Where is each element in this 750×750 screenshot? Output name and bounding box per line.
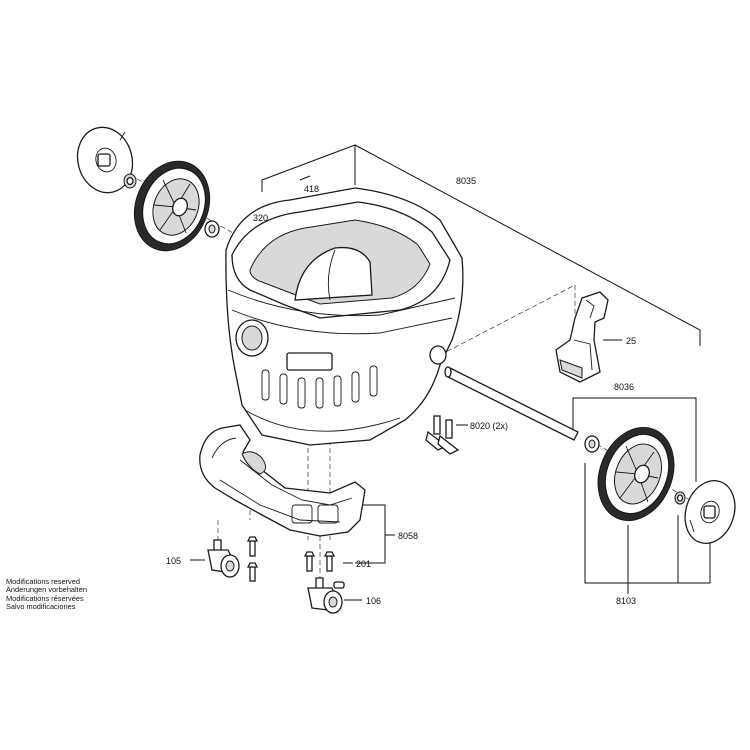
- right-washer-icon: [584, 435, 600, 453]
- callout-8036: 8036: [614, 382, 634, 392]
- callout-25: 25: [626, 336, 636, 346]
- screws-201-icon: [246, 536, 336, 582]
- left-wheel-icon: [133, 160, 211, 252]
- leader-lines: [190, 144, 711, 601]
- container-bin-icon: [225, 187, 464, 446]
- left-washer-icon: [123, 173, 137, 189]
- base-bumper-icon: [199, 424, 366, 537]
- axle-rod-icon: [444, 366, 579, 441]
- left-spacer-icon: [204, 220, 220, 238]
- callout-8035: 8035: [456, 176, 476, 186]
- callout-8058: 8058: [398, 531, 418, 541]
- right-wheel-icon: [597, 426, 675, 522]
- screws-8020-icon: [425, 415, 460, 455]
- caster-105-icon: [207, 539, 240, 578]
- clip-part-25-icon: [555, 291, 609, 383]
- callout-106: 106: [366, 596, 381, 606]
- callout-8020: 8020 (2x): [470, 421, 508, 431]
- callout-320: 320: [253, 213, 268, 223]
- callout-418: 418: [304, 184, 319, 194]
- right-hub-cap-icon: [684, 480, 736, 544]
- notice-line: Salvo modificaciones: [6, 602, 76, 612]
- notice-line: Modifications réservées: [6, 593, 84, 603]
- callout-105: 105: [166, 556, 181, 566]
- left-hub-cap-icon: [76, 126, 134, 194]
- right-clip-icon: [674, 491, 686, 505]
- modifications-notice: Modifications reserved Änderungen vorbeh…: [6, 577, 87, 612]
- callout-201: 201: [356, 559, 371, 569]
- callout-8103: 8103: [616, 596, 636, 606]
- callout-labels: 8035 418 320 25 8036 8020 (2x) 8058 105 …: [166, 176, 636, 606]
- caster-106-icon: [307, 577, 345, 614]
- notice-line: Änderungen vorbehalten: [6, 585, 87, 595]
- notice-line: Modifications reserved: [6, 577, 80, 586]
